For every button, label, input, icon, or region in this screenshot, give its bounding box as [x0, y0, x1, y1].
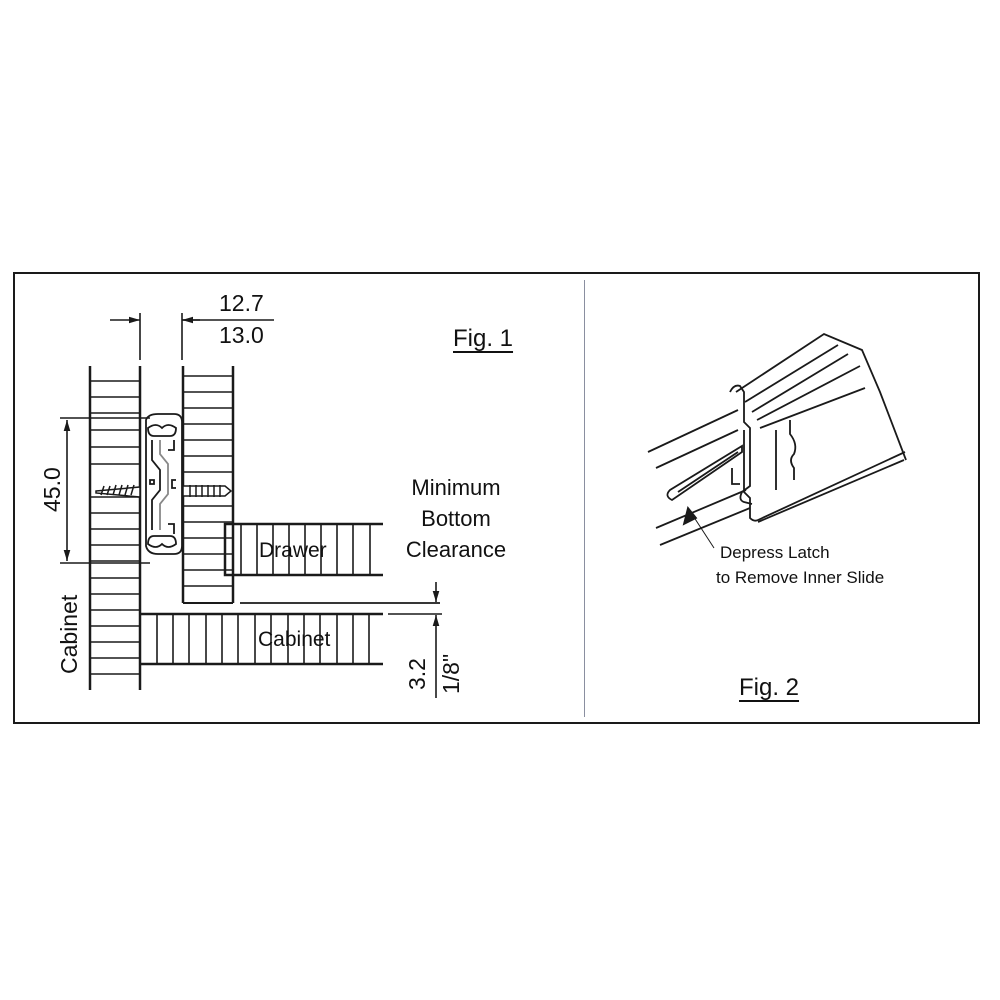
drawer-bottom-panel	[223, 522, 383, 577]
dim-top-width	[110, 313, 274, 360]
caption-line2: to Remove Inner Slide	[716, 568, 885, 587]
cabinet-side-wall	[88, 366, 142, 690]
dim-clearance	[388, 582, 442, 698]
clearance-note: Minimum Bottom Clearance	[393, 472, 519, 565]
fig2-caption: Depress Latch to Remove Inner Slide	[716, 540, 884, 590]
drawer-side-wall	[181, 366, 235, 604]
dim-height	[60, 417, 150, 564]
fig1-drawing	[60, 313, 442, 698]
clearance-line3: Clearance	[405, 537, 507, 562]
clearance-line2: Bottom	[421, 506, 491, 531]
dim-top-a-label: 12.7	[219, 290, 264, 316]
dim-height-label: 45.0	[39, 467, 65, 512]
slide-profile	[145, 413, 183, 555]
screw-left	[95, 484, 141, 498]
drawer-label: Drawer	[259, 539, 327, 562]
cabinet-bottom-label: Cabinet	[258, 628, 331, 651]
fig2-slide-illustration	[647, 332, 907, 549]
caption-line1: Depress Latch	[720, 543, 830, 562]
fig1-label: Fig. 1	[453, 325, 514, 352]
fig2-label: Fig. 2	[739, 674, 800, 701]
cabinet-side-label: Cabinet	[56, 594, 82, 674]
screw-right	[182, 485, 233, 497]
clearance-in-label: 1/8"	[438, 653, 464, 694]
cabinet-bottom-panel	[140, 612, 383, 666]
figure-divider	[584, 280, 585, 717]
clearance-mm-label: 3.2	[404, 658, 430, 690]
diagram-frame	[13, 272, 980, 724]
dim-top-b-label: 13.0	[219, 322, 264, 348]
clearance-line1: Minimum	[411, 475, 501, 500]
